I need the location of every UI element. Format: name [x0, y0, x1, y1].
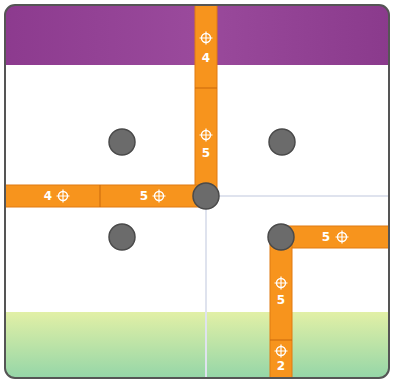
road-number: 5 [322, 231, 330, 243]
road-number: 5 [140, 190, 148, 202]
road-number: 5 [277, 294, 285, 306]
road-number: 5 [202, 147, 210, 159]
road-number: 4 [44, 190, 52, 202]
road-number: 4 [202, 52, 210, 64]
road-number: 2 [277, 360, 285, 372]
